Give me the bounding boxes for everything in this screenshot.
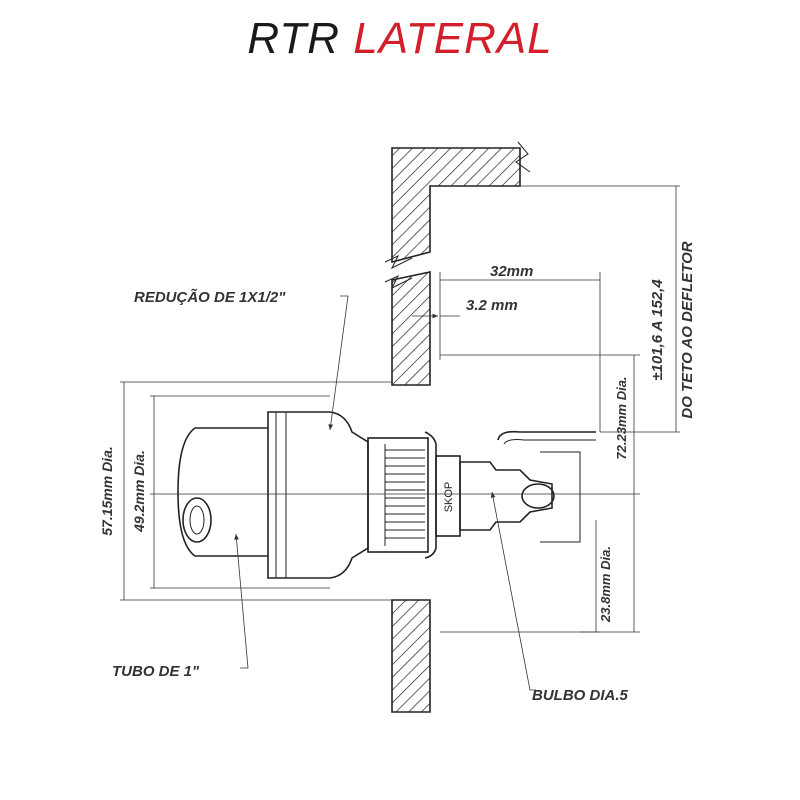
label-dim-57: 57.15mm Dia. [99, 446, 115, 536]
pipe [177, 427, 268, 557]
label-dim-72: 72.23mm Dia. [614, 376, 629, 459]
label-bulbo: BULBO DIA.5 [532, 687, 628, 704]
label-dim-23: 23.8mm Dia. [598, 546, 613, 623]
reduction-fitting [267, 411, 437, 579]
diagram-title: RTR LATERAL [0, 14, 800, 64]
title-lateral: LATERAL [353, 14, 553, 63]
label-reducao: REDUÇÃO DE 1X1/2" [134, 288, 286, 306]
ceiling-section [384, 141, 531, 713]
label-tubo: TUBO DE 1" [112, 663, 200, 680]
label-dim-teto-desc: DO TETO AO DEFLETOR [679, 241, 696, 418]
label-dim-3-2: 3.2 mm [466, 297, 518, 314]
sprinkler-body: SKOP [435, 430, 596, 543]
thread [385, 449, 425, 539]
dimension-lines [120, 185, 680, 633]
leader-lines [234, 295, 536, 691]
label-dim-teto-range: ±101,6 A 152,4 [649, 279, 666, 381]
label-dim-32: 32mm [490, 263, 533, 280]
label-dim-49: 49.2mm Dia. [131, 450, 147, 533]
bulb [521, 483, 555, 509]
body-mark: SKOP [443, 482, 455, 513]
title-rtr: RTR [247, 14, 341, 63]
